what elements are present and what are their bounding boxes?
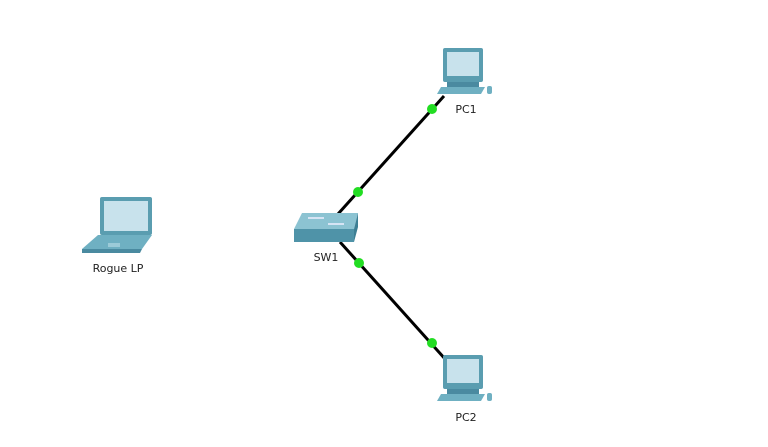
rogue-lp-label: Rogue LP — [92, 262, 144, 275]
link-status-dot — [353, 187, 363, 197]
link-status-dot — [427, 104, 437, 114]
pc2-label: PC2 — [455, 411, 477, 424]
sw1-label: SW1 — [313, 251, 339, 264]
pc1-icon[interactable] — [437, 48, 492, 94]
laptop-icon[interactable] — [82, 197, 152, 253]
pc1-label: PC1 — [455, 103, 477, 116]
link-sw1-pc2[interactable] — [338, 240, 448, 362]
link-status-dot — [354, 258, 364, 268]
pc2-icon[interactable] — [437, 355, 492, 401]
switch-icon[interactable] — [294, 213, 358, 242]
link-sw1-pc1[interactable] — [336, 94, 446, 216]
link-status-dot — [427, 338, 437, 348]
